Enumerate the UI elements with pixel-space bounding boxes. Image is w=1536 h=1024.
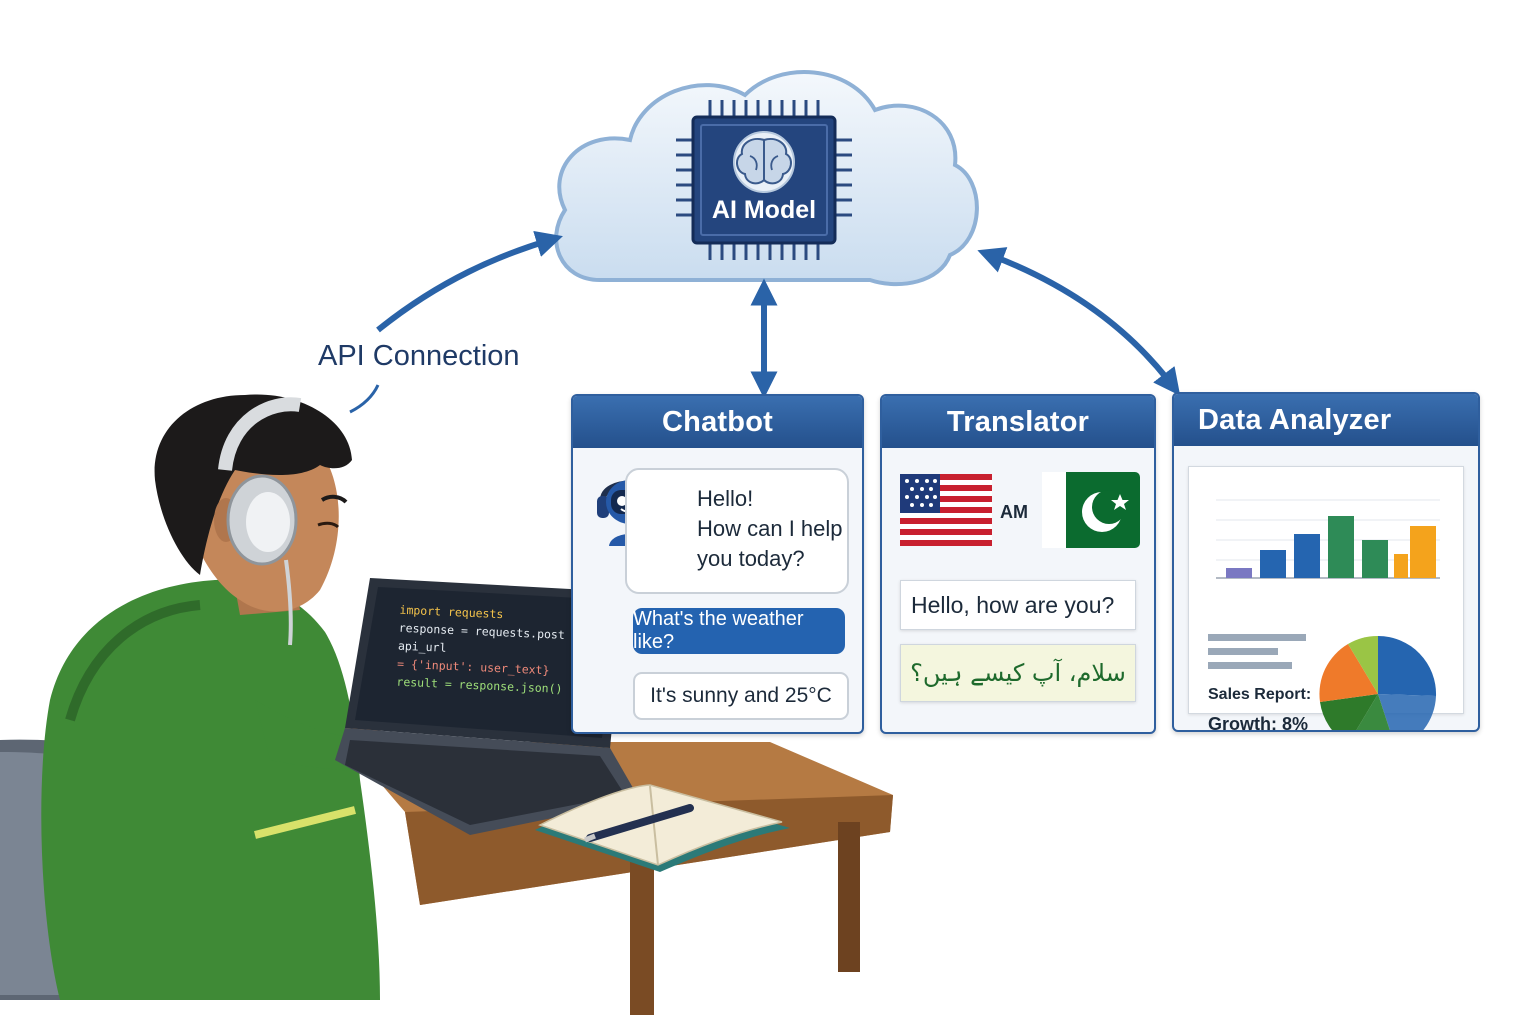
user-message-bubble: What's the weather like? bbox=[633, 608, 845, 654]
chip-pins bbox=[676, 100, 852, 260]
legend-bar bbox=[1208, 662, 1292, 669]
bar bbox=[1260, 550, 1286, 578]
pie-chart bbox=[1319, 635, 1437, 730]
language-code: AM bbox=[1000, 502, 1028, 522]
bar-chart bbox=[1216, 499, 1440, 579]
source-text-box: Hello, how are you? bbox=[900, 580, 1136, 630]
us-flag-icon bbox=[900, 474, 992, 546]
bot-message-bubble: Hello! How can I help you today? bbox=[625, 468, 849, 594]
pie-slice bbox=[1320, 694, 1378, 730]
bar bbox=[1328, 516, 1354, 578]
sales-report-label: Sales Report: bbox=[1208, 686, 1312, 703]
chatbot-body: Hello! How can I help you today? What's … bbox=[573, 448, 862, 732]
chatbot-title: Chatbot bbox=[573, 396, 862, 448]
legend-bar bbox=[1208, 648, 1278, 655]
source-text: Hello, how are you? bbox=[911, 591, 1115, 618]
pie-slice bbox=[1378, 694, 1436, 730]
bar bbox=[1410, 526, 1436, 578]
target-text: سلام، آپ کیسے ہیں؟ bbox=[910, 659, 1126, 687]
brain-icon bbox=[733, 131, 795, 193]
bot-reply-bubble: It's sunny and 25°C bbox=[633, 672, 849, 720]
translator-panel: Translator AM bbox=[880, 394, 1156, 734]
code-editor: import requests response = requests.post… bbox=[380, 600, 594, 699]
bar bbox=[1226, 568, 1252, 578]
laptop bbox=[335, 578, 640, 835]
pie-slice bbox=[1356, 694, 1390, 730]
bot-message-line: Hello! bbox=[697, 486, 754, 511]
legend-bar bbox=[1208, 634, 1306, 641]
api-arrow-right bbox=[977, 247, 1181, 396]
bot-message-line: How can I help bbox=[697, 516, 843, 541]
target-text-box: سلام، آپ کیسے ہیں؟ bbox=[900, 644, 1136, 702]
ai-model-label: AI Model bbox=[711, 196, 817, 224]
chatbot-panel: Chatbot Hello! How can I help you to bbox=[571, 394, 864, 734]
bar bbox=[1294, 534, 1320, 578]
pie-slice bbox=[1319, 644, 1378, 702]
api-pointer bbox=[349, 384, 380, 414]
pie-slice bbox=[1348, 635, 1378, 694]
pie-slice bbox=[1378, 636, 1437, 696]
notebook bbox=[535, 784, 790, 872]
bot-message-line: you today? bbox=[697, 546, 805, 571]
api-connection-label: API Connection bbox=[318, 340, 520, 372]
translator-body: AM Hello, how are you? سلام، آپ کیسے ہیں… bbox=[882, 448, 1154, 732]
bar bbox=[1394, 554, 1408, 578]
data-analyzer-panel: Data Analyzer Sales R bbox=[1172, 392, 1480, 732]
pakistan-flag-icon bbox=[1042, 472, 1140, 548]
growth-label: Growth: 8% bbox=[1208, 714, 1309, 732]
bar bbox=[1362, 540, 1388, 578]
translator-title: Translator bbox=[882, 396, 1154, 448]
data-analyzer-body: Sales Report: Growth: 8% bbox=[1174, 446, 1478, 730]
data-analyzer-title: Data Analyzer bbox=[1174, 394, 1478, 446]
api-arrow-left bbox=[376, 230, 563, 333]
